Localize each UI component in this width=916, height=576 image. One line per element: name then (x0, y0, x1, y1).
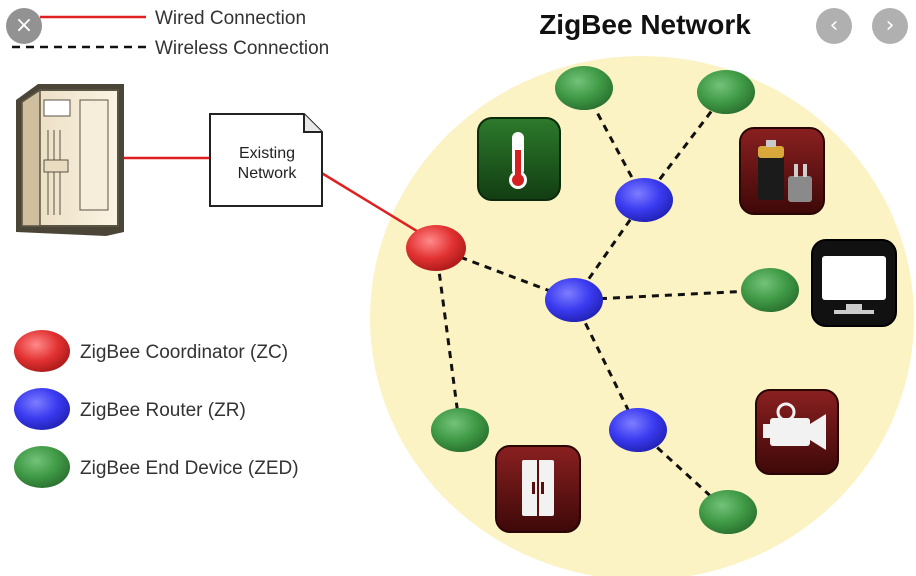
battery-charger-tile (739, 127, 825, 215)
legend-router-label: ZigBee Router (ZR) (80, 400, 246, 421)
chevron-left-icon: ‹ (829, 13, 839, 38)
refrigerator-tile (495, 445, 581, 533)
router-node-top (615, 178, 673, 222)
legend-end-device-label: ZigBee End Device (ZED) (80, 458, 299, 479)
end-device-node-left (431, 408, 489, 452)
battery-charger-icon (758, 140, 812, 202)
existing-network-line1: Existing (239, 145, 295, 162)
legend-wireless-label: Wireless Connection (155, 38, 329, 59)
end-device-node-bottom (699, 490, 757, 534)
chevron-right-icon: › (885, 13, 895, 38)
previous-button[interactable]: ‹ (816, 8, 852, 44)
legend-end-device-swatch (14, 446, 70, 488)
legend-coordinator-label: ZigBee Coordinator (ZC) (80, 342, 288, 363)
document-icon (209, 113, 323, 207)
legend-coordinator-swatch (14, 330, 70, 372)
legend-router-swatch (14, 388, 70, 430)
close-button[interactable]: × (6, 8, 42, 44)
refrigerator-icon (522, 460, 554, 516)
router-node-bottom (609, 408, 667, 452)
end-device-node-top-right (697, 70, 755, 114)
end-device-node-right (741, 268, 799, 312)
camcorder-icon (763, 402, 826, 450)
end-device-node-top-left (555, 66, 613, 110)
link-zr-zr-bottom (572, 299, 640, 431)
legend-wired-label: Wired Connection (155, 8, 306, 29)
link-zr-zed-top-right (642, 91, 728, 201)
link-zc-zed (434, 247, 462, 431)
close-icon: × (14, 13, 34, 38)
coordinator-node (406, 225, 466, 271)
link-zr-zed-right (573, 288, 771, 302)
next-button[interactable]: › (872, 8, 908, 44)
router-node-center (545, 278, 603, 322)
monitor-icon (822, 256, 886, 314)
server-tower-icon (16, 84, 124, 236)
thermometer-icon (509, 132, 527, 189)
wired-link-coordinator (319, 170, 426, 238)
page-title: ZigBee Network (539, 9, 751, 40)
monitor-tile (811, 239, 897, 327)
thermometer-tile (477, 117, 561, 201)
camcorder-tile (755, 389, 839, 475)
existing-network-line2: Network (238, 165, 298, 182)
